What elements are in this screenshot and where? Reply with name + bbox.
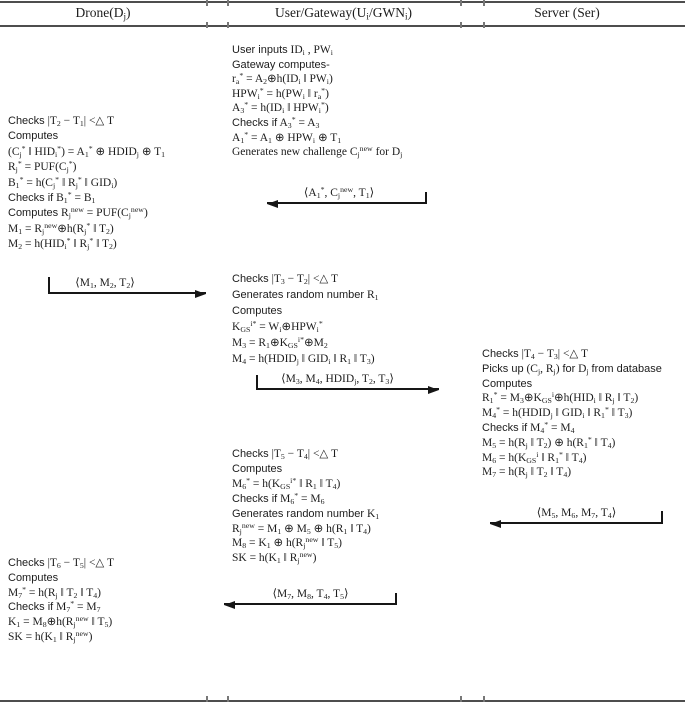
- column-border-tick: [206, 22, 208, 28]
- message-arrow-server-to-gateway: ⟨M5, M6, M7, T4⟩: [490, 504, 663, 528]
- arrow-riser: [395, 593, 397, 605]
- arrowhead-left-icon: [490, 519, 501, 528]
- formula-line: Checks if M6* = M6: [232, 490, 325, 506]
- formula-line: M7* = h(Rj ‖ T2 ‖ T4): [8, 584, 101, 600]
- header-top-rule: [0, 1, 685, 3]
- formula-line: M8 = K1 ⊕ h(Rjnew ‖ T5): [232, 535, 342, 551]
- message-label: ⟨M3, M4, HDIDj, T2, T3⟩: [281, 373, 394, 387]
- message-arrow-gateway-to-drone-2: ⟨M7, M8, T4, T5⟩: [224, 585, 397, 609]
- formula-line: Checks if M4* = M4: [482, 420, 575, 436]
- formula-line: Generates random number K1: [232, 507, 380, 521]
- message-arrow-drone-to-gateway: ⟨M1, M2, T2⟩: [48, 272, 206, 298]
- arrow-line: [224, 603, 397, 605]
- arrow-line: [490, 522, 663, 524]
- formula-line: R1* = M3⊕KGSi⊕h(HIDi ‖ Rj ‖ T2): [482, 390, 639, 406]
- arrow-line: [256, 388, 439, 390]
- column-header-drone: Drone(Dj): [75, 5, 131, 22]
- formula-line: Generates random number R1: [232, 289, 379, 303]
- formula-line: M1 = Rjnew⊕h(Rj* ‖ T2): [8, 220, 114, 237]
- formula-line: Computes: [8, 130, 59, 143]
- column-border-tick: [227, 22, 229, 28]
- formula-line: SK = h(K1 ‖ Rjnew): [8, 629, 93, 645]
- arrow-line: [267, 202, 427, 204]
- formula-line: M6 = h(KGSi ‖ R1* ‖ T4): [482, 449, 587, 465]
- formula-line: HPWi* = h(PWi ‖ ra*): [232, 85, 329, 101]
- user-gateway-computation-block-2: Checks |T3 − T2| <△ T Generates random nu…: [232, 271, 379, 367]
- figure-bottom-rule: [0, 700, 685, 702]
- formula-line: Checks |T3 − T2| <△ T: [232, 273, 338, 287]
- column-border-tick: [227, 0, 229, 6]
- formula-line: M7 = h(Rj ‖ T2 ‖ T4): [482, 466, 572, 480]
- formula-line: M6* = h(KGSi* ‖ R1 ‖ T4): [232, 475, 341, 491]
- column-border-tick: [483, 0, 485, 6]
- column-border-tick: [460, 0, 462, 6]
- formula-line: Computes: [8, 571, 59, 584]
- formula-line: Picks up (Cj, Rj) for Dj from database: [482, 362, 662, 376]
- formula-line: User inputs IDi , PWi: [232, 44, 333, 58]
- formula-line: M3 = R1⊕KGSi*⊕M2: [232, 335, 328, 351]
- formula-line: Computes Rjnew = PUF(Cjnew): [8, 205, 148, 221]
- column-border-tick: [460, 696, 462, 702]
- formula-line: Checks if B1* = B1: [8, 190, 96, 206]
- formula-line: Checks |T2 − T1| <△ T: [8, 115, 114, 129]
- formula-line: SK = h(K1 ‖ Rjnew): [232, 550, 317, 566]
- column-border-tick: [206, 696, 208, 702]
- header-bottom-rule: [0, 25, 685, 27]
- message-arrow-gateway-to-drone-1: ⟨A1*, Cjnew, T1⟩: [267, 184, 427, 208]
- column-border-tick: [483, 22, 485, 28]
- column-border-tick: [483, 696, 485, 702]
- formula-line: Checks if M7* = M7: [8, 599, 101, 615]
- column-header-user-gateway: User/Gateway(Ui/GWNi): [274, 5, 413, 22]
- formula-line: Checks |T5 − T4| <△ T: [232, 448, 338, 462]
- formula-line: M5 = h(Rj ‖ T2) ⊕ h(R1* ‖ T4): [482, 434, 616, 450]
- arrow-riser: [425, 192, 427, 204]
- formula-line: M4 = h(HDIDj ‖ GIDi ‖ R1 ‖ T3): [232, 353, 375, 367]
- arrow-riser: [256, 375, 258, 390]
- formula-line: (Cj* ‖ HIDi*) = A1* ⊕ HDIDj ⊕ T1: [8, 143, 166, 159]
- formula-line: ra* = A2⊕h(IDi ‖ PWi): [232, 71, 333, 87]
- arrowhead-right-icon: [428, 385, 439, 394]
- arrowhead-right-icon: [195, 289, 206, 298]
- arrow-riser: [661, 511, 663, 524]
- formula-line: Checks if A3* = A3: [232, 115, 320, 131]
- arrowhead-left-icon: [224, 600, 235, 609]
- formula-line: Computes: [482, 377, 533, 390]
- arrow-riser: [48, 277, 50, 294]
- formula-line: Rj* = PUF(Cj*): [8, 159, 77, 175]
- formula-line: M2 = h(HIDi* ‖ Rj* ‖ T2): [8, 236, 117, 252]
- column-border-tick: [206, 0, 208, 6]
- formula-line: M4* = h(HDIDj ‖ GIDi ‖ R1* ‖ T3): [482, 405, 633, 421]
- column-border-tick: [460, 22, 462, 28]
- formula-line: Rjnew = M1 ⊕ M5 ⊕ h(R1 ‖ T4): [232, 520, 371, 536]
- arrowhead-left-icon: [267, 199, 278, 208]
- message-label: ⟨M5, M6, M7, T4⟩: [536, 507, 617, 521]
- formula-line: Computes: [232, 305, 283, 317]
- message-label: ⟨M1, M2, T2⟩: [75, 277, 135, 291]
- formula-line: B1* = h(Cj* ‖ Rj* ‖ GIDi): [8, 174, 118, 190]
- message-label: ⟨M7, M8, T4, T5⟩: [272, 588, 349, 602]
- formula-line: Checks |T4 − T3| <△ T: [482, 348, 588, 362]
- column-header-server: Server (Ser): [534, 5, 600, 20]
- formula-line: Computes: [232, 462, 283, 475]
- formula-line: A1* = A1 ⊕ HPWi ⊕ T1: [232, 129, 342, 145]
- formula-line: K1 = M8⊕h(Rjnew ‖ T5): [8, 614, 113, 630]
- formula-line: Generates new challenge Cjnew for Dj: [232, 144, 403, 160]
- message-label: ⟨A1*, Cjnew, T1⟩: [303, 185, 375, 201]
- formula-line: Checks |T6 − T5| <△ T: [8, 557, 114, 571]
- arrow-line: [48, 292, 206, 294]
- message-arrow-gateway-to-server: ⟨M3, M4, HDIDj, T2, T3⟩: [256, 369, 439, 394]
- formula-line: A3* = h(IDi ‖ HPWi*): [232, 100, 329, 116]
- column-border-tick: [227, 696, 229, 702]
- formula-line: KGSi* = Wi⊕HPWi*: [232, 319, 323, 335]
- formula-line: Gateway computes-: [232, 58, 330, 71]
